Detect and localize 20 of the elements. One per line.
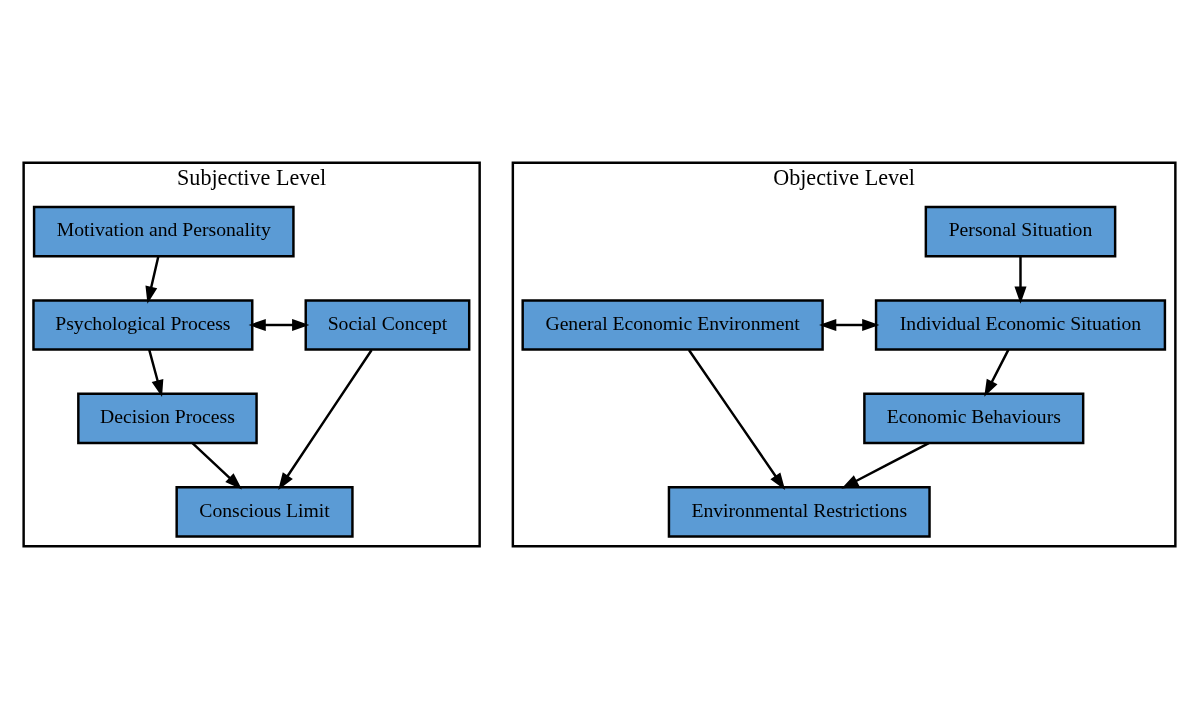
arrow — [687, 349, 786, 491]
node-box: Motivation and Personality — [32, 205, 295, 258]
arrow — [145, 255, 160, 304]
node-box: Social Concept — [304, 299, 471, 351]
arrow — [278, 349, 373, 491]
arrow — [248, 318, 310, 332]
arrow — [819, 318, 880, 332]
arrow — [148, 349, 164, 398]
arrow — [191, 442, 242, 490]
node-box: Personal Situation — [924, 205, 1117, 258]
node-box: Environmental Restrictions — [667, 486, 931, 538]
arrow — [984, 349, 1010, 397]
node-box: Psychological Process — [32, 299, 254, 351]
node-box: Conscious Limit — [175, 486, 354, 538]
node-box: Decision Process — [77, 392, 258, 445]
node-box: Economic Behaviours — [863, 392, 1085, 445]
node-box: Individual Economic Situation — [874, 299, 1167, 351]
node-box: General Economic Environment — [521, 299, 824, 351]
arrow — [841, 442, 930, 489]
arrow — [1014, 256, 1027, 304]
